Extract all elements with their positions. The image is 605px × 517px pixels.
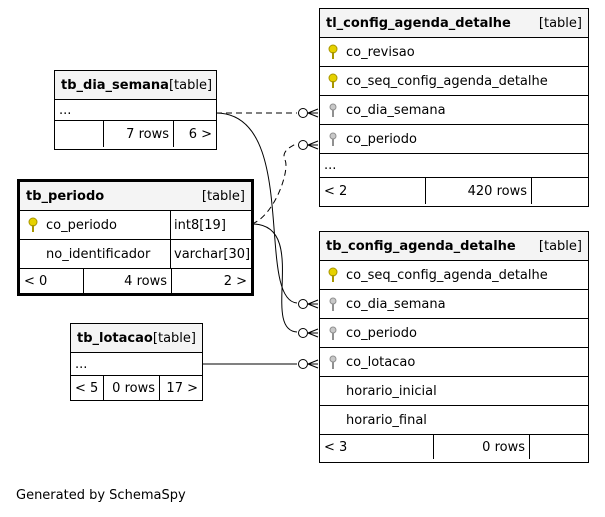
column-name: co_periodo	[346, 131, 417, 147]
column-row[interactable]: horario_inicial	[320, 377, 588, 406]
column-name: co_dia_semana	[346, 102, 446, 118]
table-name: tb_config_agenda_detalhe	[326, 238, 516, 254]
table-kind: [table]	[538, 15, 582, 31]
children-count[interactable]: 2 >	[223, 273, 247, 289]
table-tb-dia-semana[interactable]: tb_dia_semana [table] ... 7 rows 6 >	[54, 70, 217, 150]
column-row[interactable]: co_seq_config_agenda_detalhe	[320, 67, 588, 96]
children-count[interactable]: 17 >	[166, 380, 198, 396]
table-tb-periodo[interactable]: tb_periodo [table] co_periodo int8[19] n…	[17, 179, 254, 296]
table-tb-config-agenda-detalhe[interactable]: tb_config_agenda_detalhe [table] co_seq_…	[319, 231, 589, 463]
table-name: tb_lotacao	[77, 330, 153, 346]
edge-periodo-config	[251, 223, 298, 333]
column-name: horario_inicial	[346, 383, 437, 399]
column-name: no_identificador	[46, 246, 151, 262]
foreign-key-icon	[320, 354, 346, 370]
parents-count[interactable]	[55, 121, 104, 147]
column-row[interactable]: co_dia_semana	[320, 290, 588, 319]
column-name: co_seq_config_agenda_detalhe	[346, 73, 548, 89]
row-count: 7 rows	[104, 121, 174, 147]
table-footer: 7 rows 6 >	[55, 121, 216, 147]
parents-count[interactable]: < 5	[71, 376, 104, 400]
column-row[interactable]: co_periodo int8[19]	[20, 211, 251, 240]
foreign-key-icon	[320, 131, 346, 147]
foreign-key-icon	[320, 296, 346, 312]
table-header: tb_lotacao [table]	[71, 324, 202, 353]
table-kind: [table]	[152, 330, 196, 346]
row-count: 4 rows	[84, 269, 172, 293]
column-name: horario_final	[346, 412, 427, 428]
more-columns-ellipsis: ...	[320, 154, 588, 178]
table-tl-config-agenda-detalhe[interactable]: tl_config_agenda_detalhe [table] co_revi…	[319, 8, 589, 207]
column-row[interactable]: co_periodo	[320, 319, 588, 348]
table-name: tl_config_agenda_detalhe	[326, 15, 511, 31]
column-name: co_dia_semana	[346, 296, 446, 312]
foreign-key-icon	[320, 325, 346, 341]
table-footer: < 2 420 rows	[320, 178, 588, 204]
table-header: tb_config_agenda_detalhe [table]	[320, 232, 588, 261]
column-row[interactable]: co_seq_config_agenda_detalhe	[320, 261, 588, 290]
children-count[interactable]	[530, 435, 588, 459]
edge-dia-semana-config	[215, 112, 298, 304]
table-footer: < 0 4 rows 2 >	[20, 269, 251, 293]
primary-key-icon	[320, 267, 346, 283]
column-name: co_revisao	[346, 44, 415, 60]
table-kind: [table]	[201, 188, 245, 204]
column-row[interactable]: co_revisao	[320, 38, 588, 67]
table-footer: < 3 0 rows	[320, 435, 588, 459]
edge-periodo-tl	[251, 142, 298, 225]
table-name: tb_dia_semana	[61, 77, 169, 93]
generated-by-footer: Generated by SchemaSpy	[16, 488, 186, 503]
table-footer: < 5 0 rows 17 >	[71, 376, 202, 400]
column-name: co_lotacao	[346, 354, 416, 370]
primary-key-icon	[320, 44, 346, 60]
column-row[interactable]: no_identificador varchar[30]	[20, 240, 251, 269]
children-count[interactable]	[532, 178, 588, 204]
column-name: co_seq_config_agenda_detalhe	[346, 267, 548, 283]
more-columns-ellipsis: ...	[55, 100, 216, 121]
column-row[interactable]: co_lotacao	[320, 348, 588, 377]
column-row[interactable]: co_periodo	[320, 125, 588, 154]
more-columns-ellipsis: ...	[71, 353, 202, 376]
children-count[interactable]: 6 >	[188, 126, 212, 142]
column-row[interactable]: horario_final	[320, 406, 588, 435]
table-header: tb_dia_semana [table]	[55, 71, 216, 100]
parents-count[interactable]: < 2	[320, 178, 426, 204]
edge-endings	[298, 108, 319, 369]
parents-count[interactable]: < 0	[20, 269, 84, 293]
table-header: tl_config_agenda_detalhe [table]	[320, 9, 588, 38]
column-type: int8[19]	[174, 217, 226, 233]
table-tb-lotacao[interactable]: tb_lotacao [table] ... < 5 0 rows 17 >	[70, 323, 203, 401]
row-count: 420 rows	[426, 178, 532, 204]
parents-count[interactable]: < 3	[320, 435, 434, 459]
column-row[interactable]: co_dia_semana	[320, 96, 588, 125]
primary-key-icon	[320, 73, 346, 89]
column-type: varchar[30]	[174, 246, 251, 262]
table-kind: [table]	[538, 238, 582, 254]
column-name: co_periodo	[346, 325, 417, 341]
row-count: 0 rows	[104, 376, 160, 400]
foreign-key-icon	[320, 102, 346, 118]
primary-key-icon	[20, 217, 46, 233]
table-name: tb_periodo	[26, 188, 105, 204]
row-count: 0 rows	[434, 435, 530, 459]
table-kind: [table]	[168, 77, 213, 93]
table-header: tb_periodo [table]	[20, 182, 251, 211]
column-name: co_periodo	[46, 217, 117, 233]
